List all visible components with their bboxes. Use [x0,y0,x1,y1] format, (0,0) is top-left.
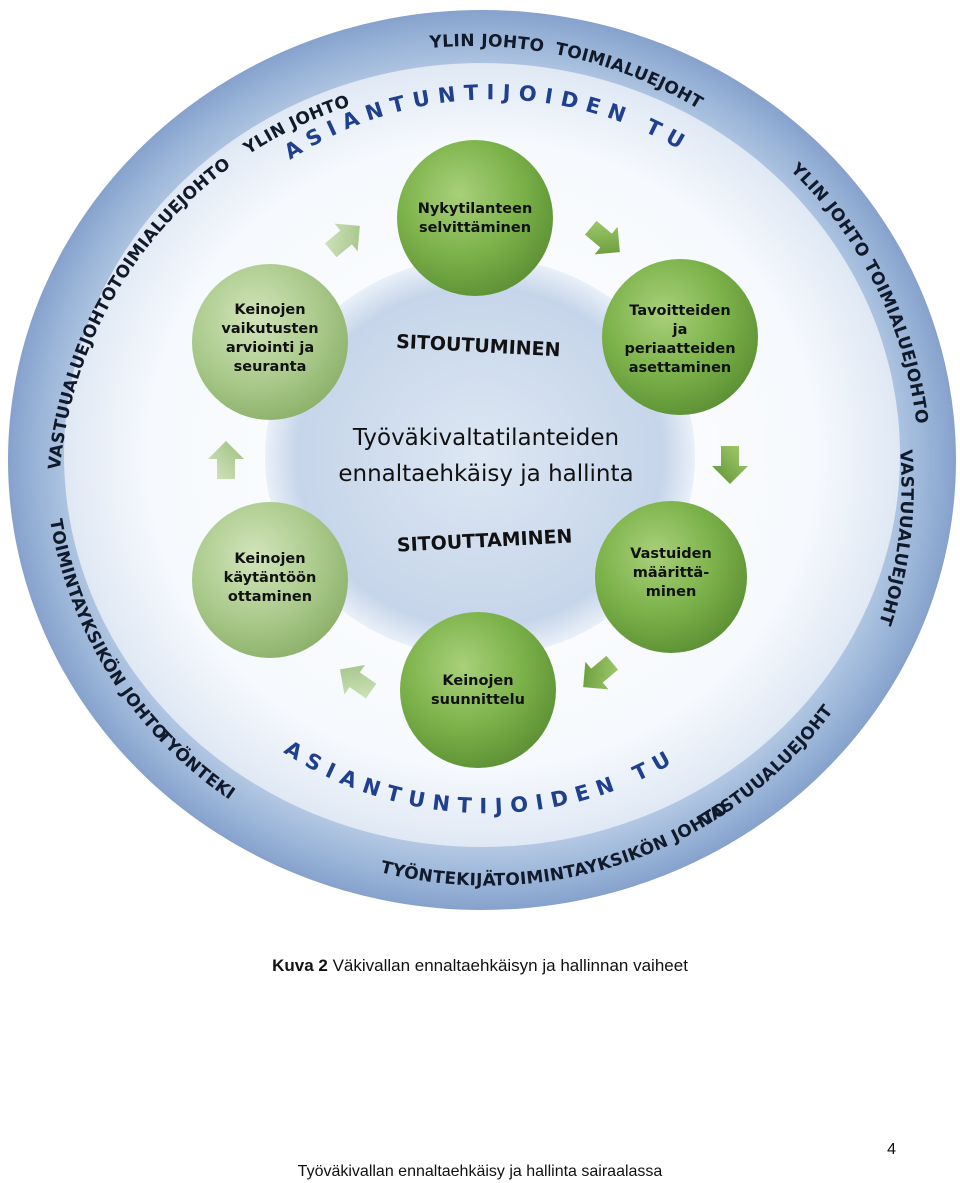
step-5-line-1: Keinojen [234,551,305,567]
step-node-1: Nykytilanteen selvittäminen [397,140,553,296]
center-title-line2: ennaltaehkäisy ja hallinta [338,461,633,487]
step-node-5: Keinojen käytäntöön ottaminen [192,502,348,658]
step-4-line-1: Keinojen [442,673,513,689]
step-3-line-1: Vastuiden [630,546,712,562]
arrow-4-5 [339,664,377,699]
page-footer: Työväkivallan ennaltaehkäisy ja hallinta… [297,1163,663,1180]
figure-caption: Kuva 2 Väkivallan ennaltaehkäisyn ja hal… [0,956,960,976]
step-node-4: Keinojen suunnittelu [400,612,556,768]
center-title-line1: Työväkivaltatilanteiden [352,425,619,451]
step-6-line-4: seuranta [234,359,307,375]
step-3-line-2: määrittä- [633,565,709,581]
step-1-line-1: Nykytilanteen [418,201,533,217]
step-1-line-2: selvittäminen [419,220,531,236]
step-6-line-3: arviointi ja [226,340,314,356]
step-5-line-2: käytäntöön [224,570,317,586]
arrow-3-4 [583,655,619,690]
arrow-6-1 [324,223,360,258]
step-3-line-3: minen [646,584,697,600]
step-5-line-3: ottaminen [228,589,312,605]
step-2-line-1: Tavoitteiden [629,303,730,319]
step-node-3: Vastuiden määrittä- minen [595,501,747,653]
step-4-line-2: suunnittelu [431,692,525,708]
arrow-5-6 [208,441,244,479]
center-disc [265,257,695,657]
step-2-line-4: asettaminen [629,360,731,376]
arrow-1-2 [584,220,620,255]
step-node-2: Tavoitteiden ja periaatteiden asettamine… [602,259,758,415]
step-6-line-2: vaikutusten [221,321,318,337]
step-2-line-3: periaatteiden [624,341,735,357]
process-diagram: YLIN JOHTO TOIMIALUEJOHTO YLIN JOHTO TOI… [0,0,956,910]
step-2-line-2: ja [672,322,688,338]
page-number: 4 [887,1141,896,1158]
caption-text: Väkivallan ennaltaehkäisyn ja hallinnan … [332,956,688,975]
caption-label: Kuva 2 [272,956,328,975]
step-6-line-1: Keinojen [234,302,305,318]
arrow-2-3 [712,446,748,484]
step-node-6: Keinojen vaikutusten arviointi ja seuran… [192,264,348,420]
